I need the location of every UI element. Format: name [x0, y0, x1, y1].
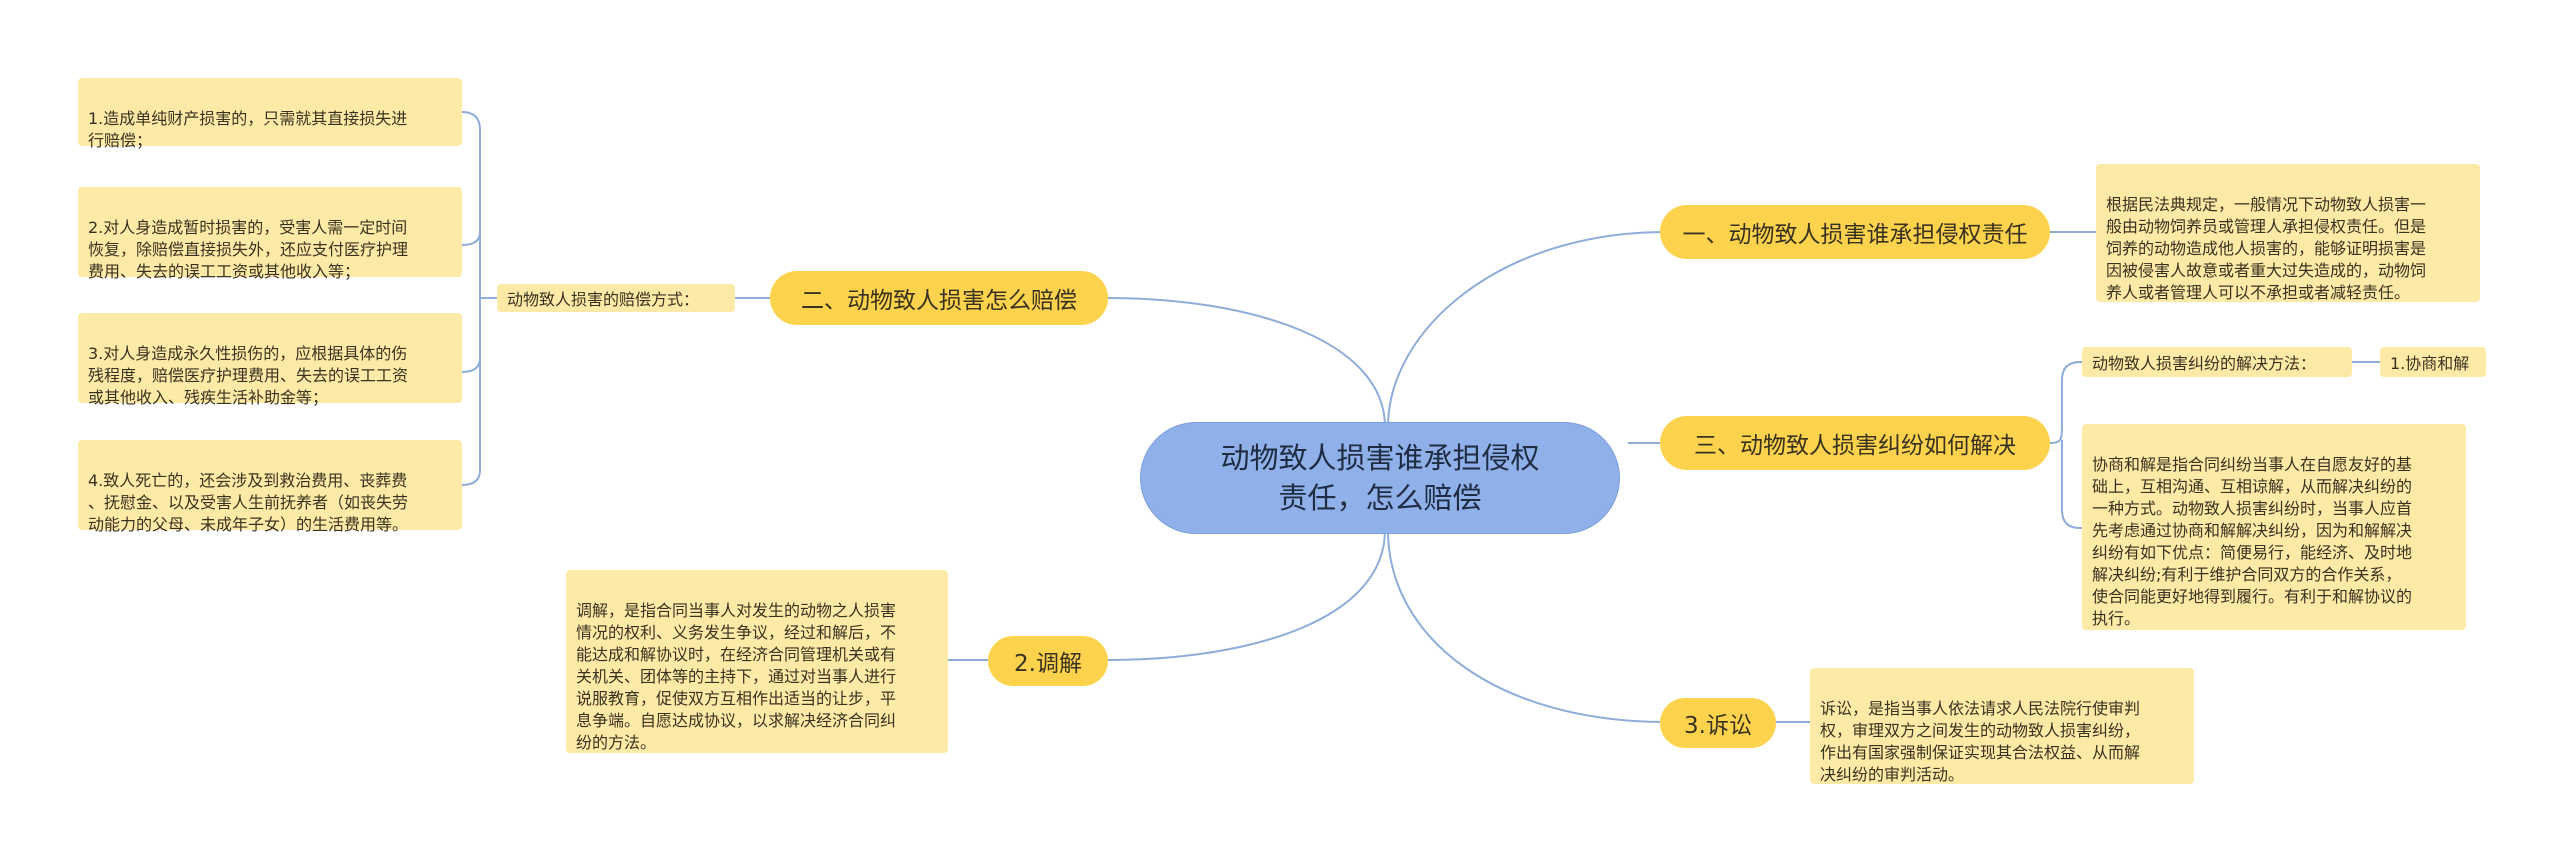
- branch-litigation[interactable]: 3.诉讼: [1660, 698, 1776, 748]
- leaf-death[interactable]: 4.致人死亡的，还会涉及到救治费用、丧葬费 、抚慰金、以及受害人生前抚养者（如丧…: [78, 440, 462, 534]
- leaf-temporary-injury-text: 2.对人身造成暂时损害的，受害人需一定时间 恢复，除赔偿直接损失外，还应支付医疗…: [88, 218, 409, 281]
- leaf-permanent-injury[interactable]: 3.对人身造成永久性损伤的，应根据具体的伤 残程度，赔偿医疗护理费用、失去的误工…: [78, 313, 462, 407]
- compensation-methods-label[interactable]: 动物致人损害的赔偿方式：: [497, 284, 735, 312]
- branch-compensation[interactable]: 二、动物致人损害怎么赔偿: [770, 271, 1108, 325]
- connector-center-b5: [1387, 529, 1666, 723]
- leaf-temporary-injury[interactable]: 2.对人身造成暂时损害的，受害人需一定时间 恢复，除赔偿直接损失外，还应支付医疗…: [78, 187, 462, 281]
- compensation-methods-text: 动物致人损害的赔偿方式：: [507, 290, 700, 309]
- negotiation-label[interactable]: 1.协商和解: [2380, 347, 2486, 377]
- leaf-permanent-injury-text: 3.对人身造成永久性损伤的，应根据具体的伤 残程度，赔偿医疗护理费用、失去的误工…: [88, 344, 409, 407]
- branch-mediation[interactable]: 2.调解: [988, 636, 1108, 686]
- branch-resolution[interactable]: 三、动物致人损害纠纷如何解决: [1660, 416, 2050, 470]
- central-topic-text: 动物致人损害谁承担侵权 责任，怎么赔偿: [1220, 441, 1540, 515]
- leaf-property-damage[interactable]: 1.造成单纯财产损害的，只需就其直接损失进 行赔偿；: [78, 78, 462, 150]
- resolution-methods-text: 动物致人损害纠纷的解决方法：: [2092, 354, 2317, 373]
- connector-label-leaves: [461, 111, 497, 486]
- branch-litigation-label: 3.诉讼: [1684, 713, 1752, 739]
- connector-center-b1: [1387, 231, 1666, 428]
- leaf-property-damage-text: 1.造成单纯财产损害的，只需就其直接损失进 行赔偿；: [88, 109, 408, 150]
- connector-b3-children: [2049, 361, 2081, 529]
- leaf-mediation-detail[interactable]: 调解，是指合同当事人对发生的动物之人损害 情况的权利、义务发生争议，经过和解后，…: [566, 570, 948, 753]
- resolution-methods-label[interactable]: 动物致人损害纠纷的解决方法：: [2082, 347, 2352, 377]
- leaf-litigation-detail-text: 诉讼，是指当事人依法请求人民法院行使审判 权，审理双方之间发生的动物致人损害纠纷…: [1820, 699, 2141, 784]
- leaf-negotiation-detail-text: 协商和解是指合同纠纷当事人在自愿友好的基 础上，互相沟通、互相谅解，从而解决纠纷…: [2092, 455, 2413, 628]
- branch-resolution-label: 三、动物致人损害纠纷如何解决: [1694, 433, 2016, 459]
- leaf-litigation-detail[interactable]: 诉讼，是指当事人依法请求人民法院行使审判 权，审理双方之间发生的动物致人损害纠纷…: [1810, 668, 2194, 784]
- central-topic[interactable]: 动物致人损害谁承担侵权 责任，怎么赔偿: [1140, 422, 1620, 534]
- negotiation-text: 1.协商和解: [2390, 354, 2470, 373]
- branch-liability[interactable]: 一、动物致人损害谁承担侵权责任: [1660, 205, 2050, 259]
- leaf-negotiation-detail[interactable]: 协商和解是指合同纠纷当事人在自愿友好的基 础上，互相沟通、互相谅解，从而解决纠纷…: [2082, 424, 2466, 630]
- branch-liability-label: 一、动物致人损害谁承担侵权责任: [1682, 222, 2028, 248]
- branch-mediation-label: 2.调解: [1014, 651, 1082, 677]
- leaf-liability-detail[interactable]: 根据民法典规定，一般情况下动物致人损害一 般由动物饲养员或管理人承担侵权责任。但…: [2096, 164, 2480, 302]
- leaf-mediation-detail-text: 调解，是指合同当事人对发生的动物之人损害 情况的权利、义务发生争议，经过和解后，…: [576, 601, 897, 752]
- leaf-death-text: 4.致人死亡的，还会涉及到救治费用、丧葬费 、抚慰金、以及受害人生前抚养者（如丧…: [88, 471, 409, 534]
- branch-compensation-label: 二、动物致人损害怎么赔偿: [801, 288, 1077, 314]
- leaf-liability-detail-text: 根据民法典规定，一般情况下动物致人损害一 般由动物饲养员或管理人承担侵权责任。但…: [2106, 195, 2427, 302]
- connector-center-b4: [1107, 529, 1386, 661]
- connector-center-b2: [1107, 297, 1386, 428]
